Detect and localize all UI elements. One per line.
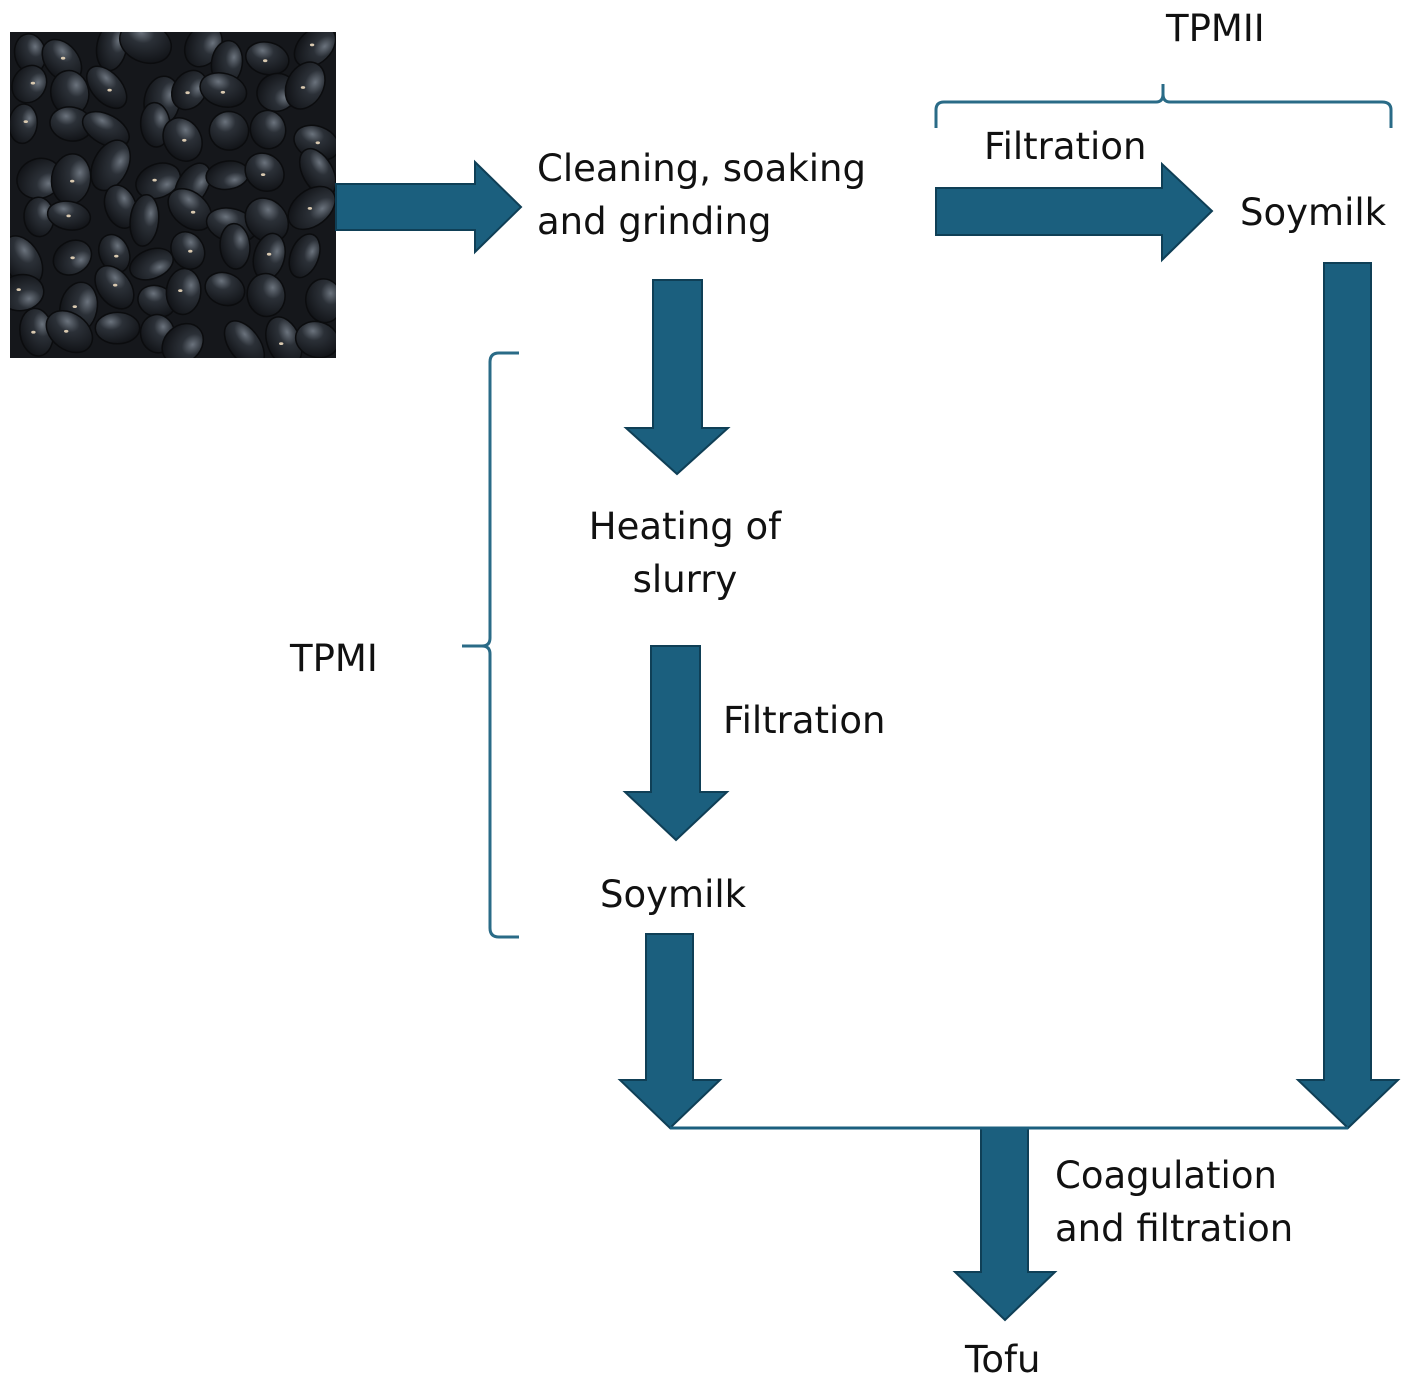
coagulation-step-line2: and filtration: [1055, 1207, 1294, 1250]
tpmi-label: TPMI: [290, 637, 378, 680]
soybean: [103, 184, 138, 229]
soybean: [208, 110, 250, 151]
tpmi-bracket: [462, 351, 519, 939]
soybean-hilum: [182, 138, 187, 142]
soybean: [85, 65, 128, 110]
soymilk-label-mid: Soymilk: [600, 873, 747, 916]
soybean: [244, 152, 285, 193]
soybean: [199, 72, 248, 108]
arrow-cleaning-to-heating: [623, 279, 731, 476]
soybean: [119, 32, 172, 65]
soybean: [246, 272, 286, 318]
arrow-photo-to-cleaning: [335, 159, 523, 255]
soybean-hilum: [70, 179, 75, 183]
arrow-soymilk-mid-down: [617, 933, 723, 1130]
soybean-hilum: [279, 342, 284, 345]
soymilk-label-top: Soymilk: [1240, 191, 1387, 234]
arrow-to-tofu: [952, 1127, 1058, 1322]
soybean: [10, 103, 39, 145]
soybean: [304, 278, 336, 324]
soybean: [94, 265, 135, 310]
soybean-hilum: [23, 120, 28, 123]
black-soybeans-photo: [10, 32, 336, 358]
soybean: [135, 162, 182, 200]
soybean: [245, 41, 290, 76]
cleaning-step-line1: Cleaning, soaking: [537, 147, 866, 190]
soybean: [223, 320, 266, 358]
soybean-cluster: [10, 32, 336, 358]
soybean: [284, 61, 326, 110]
soybean: [81, 110, 130, 148]
soybean-hilum: [60, 56, 66, 60]
arrow-heating-to-soymilk: [622, 645, 730, 842]
soybean: [294, 320, 336, 358]
soybean-hilum: [72, 305, 78, 308]
soybean-hilum: [300, 86, 306, 89]
soybean-hilum: [70, 256, 75, 260]
soybean-hilum: [113, 283, 118, 287]
soybean: [288, 233, 321, 279]
soybean: [249, 109, 287, 150]
heating-step-line2: slurry: [632, 558, 738, 601]
tpmii-label: TPMII: [1166, 7, 1265, 50]
soybean-hilum: [190, 210, 196, 214]
soybean-hilum: [114, 254, 119, 258]
soybean: [219, 222, 251, 270]
soybean-hilum: [309, 43, 315, 47]
filtration-label-mid: Filtration: [723, 699, 886, 742]
soybean-hilum: [107, 88, 112, 92]
soybean-hilum: [66, 214, 71, 218]
soybean: [161, 322, 205, 358]
soybean-hilum: [63, 329, 69, 333]
soybean-hilum: [16, 288, 21, 291]
soybean: [204, 271, 246, 307]
soybean: [90, 139, 131, 192]
soybean-hilum: [260, 173, 266, 177]
soybean-hilum: [307, 207, 313, 210]
soybean-hilum: [315, 141, 320, 145]
soybean: [11, 64, 48, 104]
soybean: [10, 273, 45, 312]
soybean-hilum: [266, 252, 272, 256]
soybean: [94, 311, 141, 345]
soybean: [293, 32, 336, 68]
tofu-label: Tofu: [965, 1338, 1041, 1381]
soybean: [165, 267, 202, 316]
filtration-label-top: Filtration: [984, 125, 1147, 168]
soybean-hilum: [220, 90, 226, 94]
soybean: [170, 231, 206, 270]
soybean: [170, 69, 209, 111]
soybean: [129, 193, 160, 247]
soybean: [45, 309, 94, 354]
tpmii-bracket: [934, 84, 1393, 128]
coagulation-step-line1: Coagulation: [1055, 1154, 1277, 1197]
soybean-hilum: [30, 81, 36, 85]
soybean-hilum: [188, 249, 193, 253]
heating-step-line1: Heating of: [588, 505, 782, 548]
arrow-soymilk-top-down: [1295, 262, 1401, 1130]
cleaning-step-line2: and grinding: [537, 200, 772, 243]
soybean-hilum: [263, 59, 268, 63]
soybean-hilum: [178, 289, 183, 292]
soybean-hilum: [31, 330, 36, 334]
soybean-hilum: [185, 91, 190, 95]
soybean-hilum: [152, 178, 157, 182]
arrow-cleaning-to-soymilk-top: [935, 161, 1214, 263]
